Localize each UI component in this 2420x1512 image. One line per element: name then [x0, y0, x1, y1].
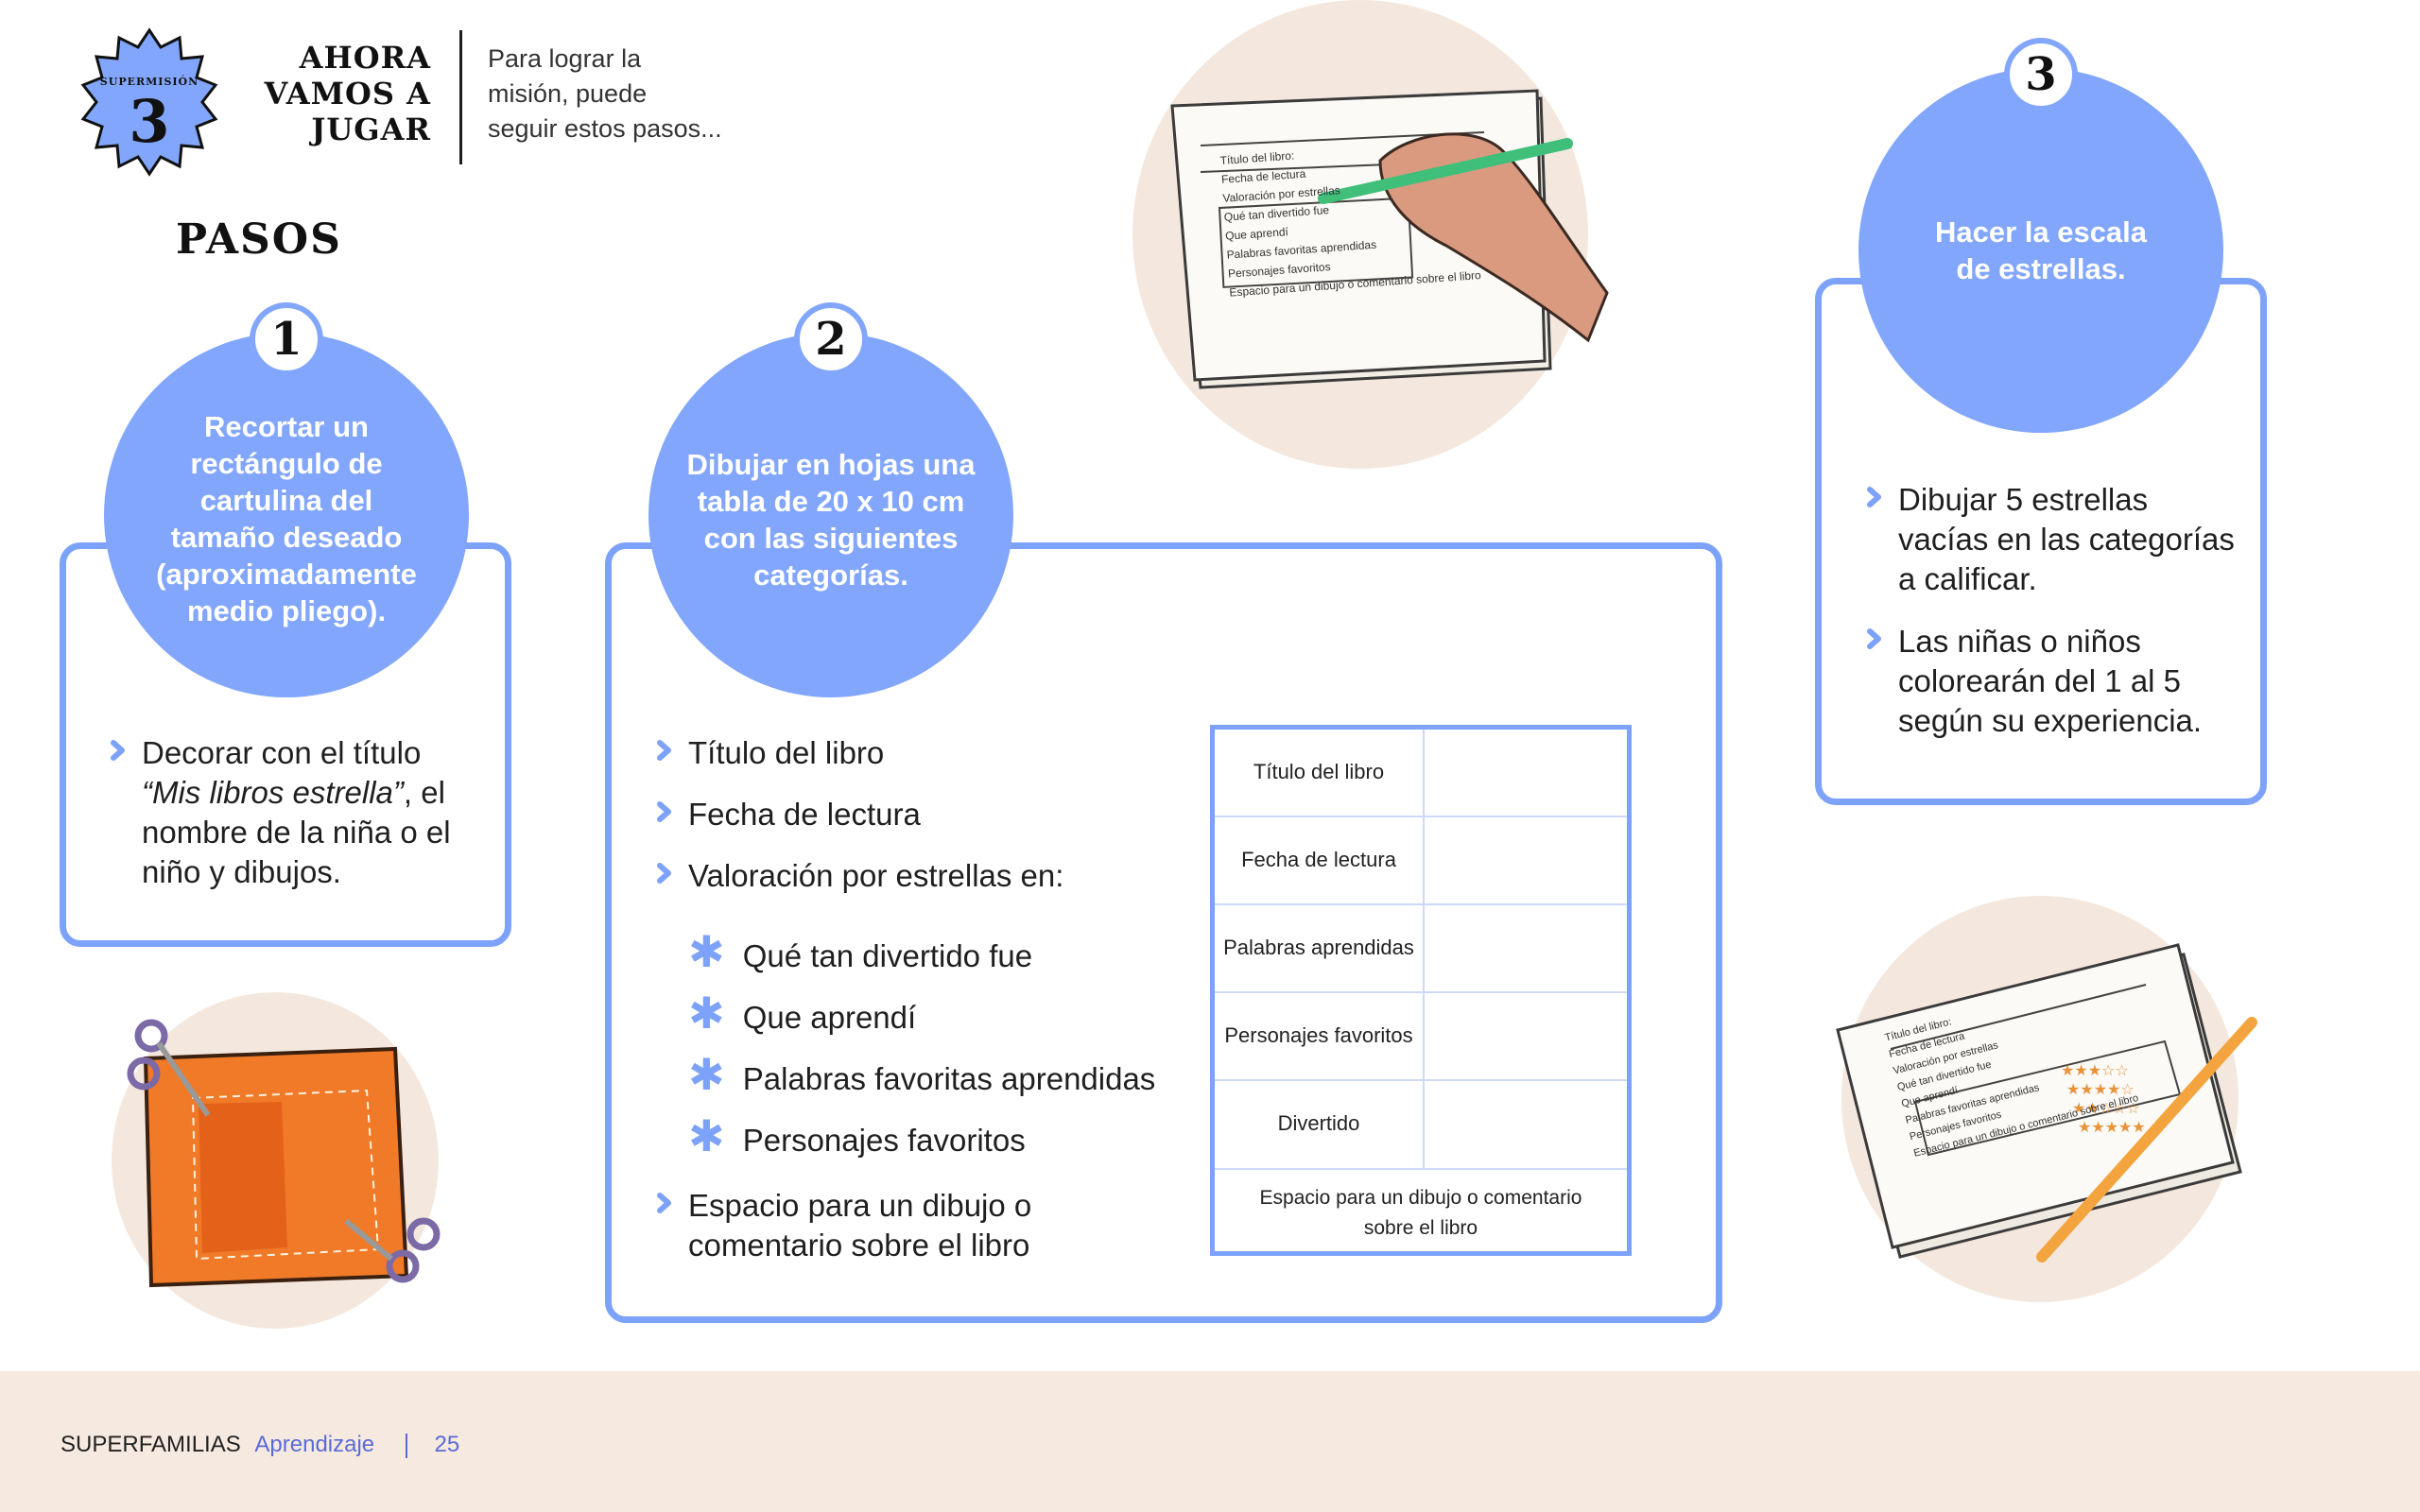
table-cell: Personajes favoritos — [1224, 1023, 1413, 1047]
step2-bullet-rating: Valoración por estrellas en: — [652, 856, 1182, 896]
table-cell: Fecha de lectura — [1241, 848, 1396, 871]
asterisk-icon: ✱ — [688, 1050, 725, 1099]
step2-bullet-title: Título del libro — [652, 733, 1144, 773]
table-cell: Título del libro — [1253, 760, 1385, 783]
book-table: Título del libro Fecha de lectura Palabr… — [1210, 725, 1632, 1256]
table-cell: Divertido — [1277, 1111, 1360, 1135]
step3-bullet-color: Las niñas o niños colorearán del 1 al 5 … — [1862, 622, 2240, 741]
footer-divider — [405, 1433, 407, 1458]
chevron-right-icon — [657, 1193, 671, 1213]
rating-item-characters: ✱ Personajes favoritos — [688, 1111, 1026, 1160]
steps-heading: PASOS — [176, 215, 342, 264]
step3-number: 3 — [2004, 38, 2078, 112]
badge-number: 3 — [129, 87, 170, 156]
step1-circle — [104, 333, 469, 697]
chevron-right-icon — [657, 801, 671, 822]
footer-brand: SUPERFAMILIAS — [60, 1432, 241, 1457]
step3-circle-text: Hacer la escala de estrellas. — [1934, 215, 2148, 285]
step1-circle-text: Recortar un rectángulo de cartulina del … — [156, 410, 417, 627]
step2-bullet-space: Espacio para un dibujo o comentario sobr… — [652, 1186, 1182, 1267]
writing-hand-icon — [1170, 89, 1609, 389]
rating-item-fun: ✱ Qué tan divertido fue — [688, 927, 1033, 976]
header-divider — [459, 30, 462, 164]
table-divider — [1423, 730, 1425, 1170]
table-row: Palabras aprendidas — [1215, 905, 1627, 993]
svg-text:★★★★☆: ★★★★☆ — [2066, 1082, 2135, 1098]
asterisk-icon: ✱ — [688, 1111, 725, 1160]
svg-text:★★★☆☆: ★★★☆☆ — [2061, 1063, 2129, 1079]
svg-text:★★★★★: ★★★★★ — [2078, 1120, 2146, 1136]
page-number: 25 — [434, 1432, 460, 1457]
header-intro: Para lograr la misión, puede seguir esto… — [488, 44, 722, 143]
step1-number: 1 — [250, 302, 323, 376]
asterisk-icon: ✱ — [688, 988, 725, 1038]
rating-item-words: ✱ Palabras favoritas aprendidas — [688, 1050, 1156, 1099]
chevron-right-icon — [657, 863, 671, 884]
rating-item-learned: ✱ Que aprendí — [688, 988, 917, 1038]
badge-label: SUPERMISIÓN — [99, 76, 199, 88]
cardboard-icon — [127, 1019, 441, 1288]
step2-bullet-date: Fecha de lectura — [652, 795, 1144, 834]
table-row: Personajes favoritos — [1215, 993, 1627, 1081]
footer-section: Aprendizaje — [254, 1432, 375, 1457]
footer-text: SUPERFAMILIAS Aprendizaje 25 — [60, 1431, 459, 1459]
step3-bullet-draw: Dibujar 5 estrellas vacías en las catego… — [1862, 480, 2240, 599]
chevron-right-icon — [1867, 487, 1881, 507]
step2-circle-text: Dibujar en hojas una tabla de 20 x 10 cm… — [686, 448, 976, 592]
chevron-right-icon — [1867, 628, 1881, 649]
asterisk-icon: ✱ — [688, 927, 725, 976]
step2-number: 2 — [794, 302, 868, 376]
table-row: Divertido — [1215, 1081, 1627, 1170]
star-scale-sheet-icon: ★★★☆☆ ★★★★☆ ★★☆☆☆ ★★★★★ — [1836, 943, 2257, 1263]
sketch-top-text: Título del libro: Fecha de lectura Valor… — [1219, 148, 1482, 300]
svg-text:★★☆☆☆: ★★☆☆☆ — [2072, 1101, 2140, 1117]
step2-circle — [648, 333, 1013, 697]
footer — [0, 1371, 2420, 1512]
step3-circle — [1858, 68, 2223, 433]
table-row: Título del libro — [1215, 730, 1627, 817]
chevron-right-icon — [111, 740, 125, 761]
chevron-right-icon — [657, 740, 671, 761]
page-title: AHORA VAMOS A JUGAR — [264, 40, 431, 147]
table-row: Fecha de lectura — [1215, 817, 1627, 905]
table-cell: Palabras aprendidas — [1223, 936, 1414, 959]
supermission-badge-icon — [80, 27, 218, 177]
table-last-row: Espacio para un dibujo o comentario sobr… — [1259, 1187, 1582, 1239]
